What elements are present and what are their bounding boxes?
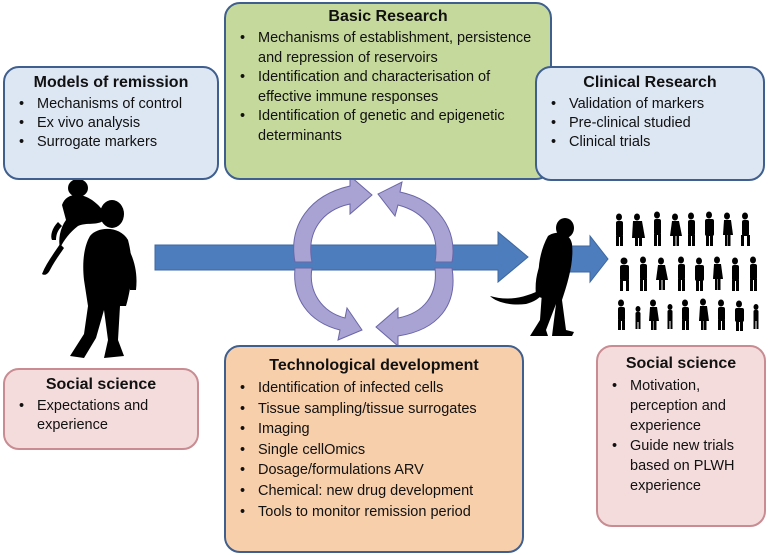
models-title: Models of remission: [33, 74, 189, 91]
list-item: Dosage/formulations ARV: [240, 460, 514, 481]
man-with-monkey-silhouette: [42, 179, 137, 358]
social-science-right-title: Social science: [625, 355, 737, 372]
list-item: Expectations and experience: [19, 397, 189, 435]
clinical-research-list: Validation of markers Pre-clinical studi…: [545, 95, 755, 152]
list-item: Pre-clinical studied: [551, 114, 755, 133]
technological-development-box: Technological development Identification…: [224, 345, 524, 553]
models-of-remission-box: Models of remission Mechanisms of contro…: [3, 66, 219, 180]
list-item: Motivation, perception and experience: [612, 376, 756, 436]
technological-development-title: Technological development: [269, 357, 479, 374]
social-science-left-box: Social science Expectations and experien…: [3, 368, 199, 450]
list-item: Guide new trials based on PLWH experienc…: [612, 436, 756, 496]
list-item: Identification of infected cells: [240, 378, 514, 399]
research-cycle-arrows: [293, 174, 454, 348]
list-item: Validation of markers: [551, 95, 755, 114]
list-item: Imaging: [240, 419, 514, 440]
basic-research-title: Basic Research: [328, 8, 448, 25]
models-list: Mechanisms of control Ex vivo analysis S…: [13, 95, 209, 152]
social-science-right-list: Motivation, perception and experience Gu…: [606, 376, 756, 496]
list-item: Ex vivo analysis: [19, 114, 209, 133]
social-science-right-box: Social science Motivation, perception an…: [596, 345, 766, 527]
ape-silhouette: [490, 218, 574, 336]
basic-research-list: Mechanisms of establishment, persistence…: [234, 29, 542, 146]
list-item: Identification of genetic and epigenetic…: [240, 107, 542, 146]
social-science-left-list: Expectations and experience: [13, 397, 189, 435]
list-item: Mechanisms of control: [19, 95, 209, 114]
list-item: Chemical: new drug development: [240, 481, 514, 502]
crowd-silhouettes: [616, 211, 759, 331]
list-item: Mechanisms of establishment, persistence…: [240, 29, 542, 68]
clinical-research-title: Clinical Research: [583, 74, 717, 91]
small-progress-arrow: [569, 234, 609, 284]
list-item: Tools to monitor remission period: [240, 502, 514, 523]
list-item: Identification and characterisation of e…: [240, 68, 542, 107]
list-item: Tissue sampling/tissue surrogates: [240, 399, 514, 420]
technological-development-list: Identification of infected cells Tissue …: [234, 378, 514, 522]
basic-research-box: Basic Research Mechanisms of establishme…: [224, 2, 552, 180]
social-science-left-title: Social science: [45, 376, 157, 393]
clinical-research-box: Clinical Research Validation of markers …: [535, 66, 765, 181]
list-item: Clinical trials: [551, 133, 755, 152]
main-progress-arrow: [154, 230, 529, 284]
list-item: Single cellOmics: [240, 440, 514, 461]
list-item: Surrogate markers: [19, 133, 209, 152]
